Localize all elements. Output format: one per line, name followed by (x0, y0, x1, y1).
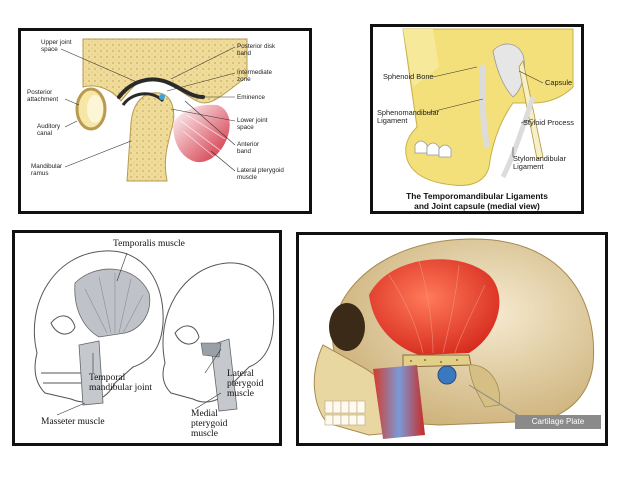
label-posterior-disk-band: Posterior disk band (237, 43, 276, 57)
label-mandibular-ramus: Mandibular ramus (31, 163, 63, 177)
skull-illustration (313, 238, 595, 439)
label-auditory-canal: Auditory canal (37, 123, 61, 137)
ligaments-caption: The Temporomandibular Ligaments and Join… (406, 191, 548, 211)
masticatory-muscles-diagram-panel: Temporalis muscle Temporal mandibular jo… (12, 230, 282, 446)
tmj-disk-diagram-panel: Upper joint space Posterior attachment A… (18, 28, 312, 214)
label-sphenoid-bone: Sphenoid Bone (383, 72, 434, 81)
label-masseter-muscle: Masseter muscle (41, 417, 105, 427)
label-anterior-band: Anterior band (237, 141, 260, 155)
label-intermediate-zone: Intermediate zone (237, 69, 273, 83)
label-styloid-process: Styloid Process (523, 118, 574, 127)
label-medial-pterygoid-muscle: Medial pterygoid muscle (191, 409, 228, 439)
label-sphenomandibular-ligament: Sphenomandibular Ligament (377, 108, 440, 125)
label-eminence: Eminence (237, 94, 266, 101)
label-posterior-attachment: Posterior attachment (27, 89, 59, 103)
ligaments-illustration (402, 28, 574, 186)
label-stylomandibular-ligament: Stylomandibular Ligament (513, 154, 566, 171)
label-upper-joint-space: Upper joint space (41, 39, 72, 53)
skull-tmj-illustration-panel: Cartilage Plate (296, 232, 608, 446)
muscles-sketch-illustration (33, 250, 275, 416)
label-cartilage-plate: Cartilage Plate (515, 415, 601, 429)
label-lateral-pterygoid-muscle: Lateral pterygoid muscle (227, 369, 264, 399)
tmj-disk-illustration (60, 38, 248, 182)
tmj-ligaments-diagram-panel: Sphenoid Bone Capsule Sphenomandibular L… (370, 24, 584, 214)
label-capsule: Capsule (545, 78, 573, 87)
label-lateral-pterygoid-muscle: Lateral pterygoid muscle (237, 167, 284, 181)
label-temporalis-muscle: Temporalis muscle (113, 239, 185, 249)
label-lower-joint-space: Lower joint space (237, 117, 268, 131)
label-temporal-mandibular-joint: Temporal mandibular joint (89, 373, 153, 393)
